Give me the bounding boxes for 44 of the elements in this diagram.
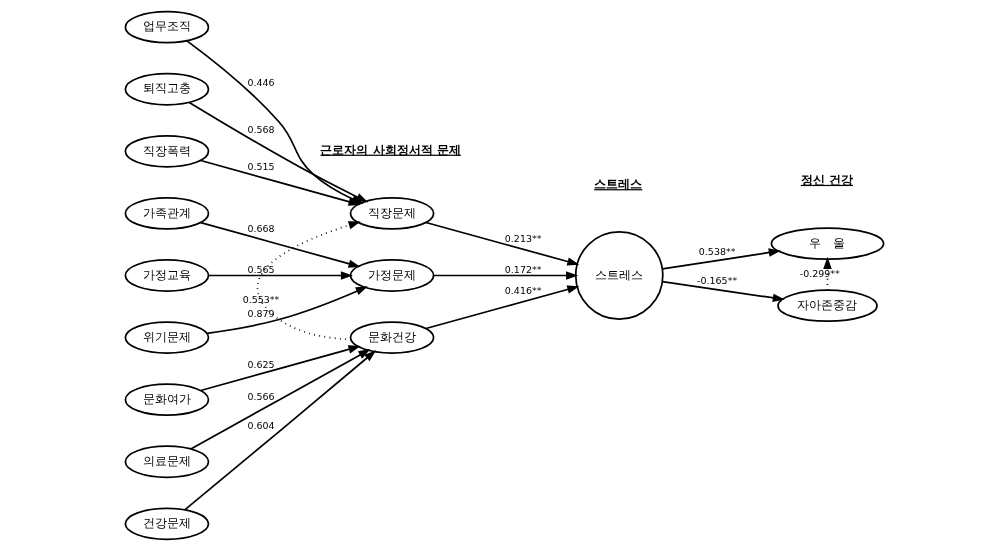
- label: 근로자의 사회정서적 문제: [319, 142, 461, 157]
- edge-label: 0.446: [246, 76, 275, 88]
- arrow: [424, 221, 579, 266]
- edge-label: 0.553**: [242, 293, 279, 305]
- arrow: [199, 159, 361, 206]
- edge-label: 0.625: [246, 358, 275, 370]
- arrow: [424, 285, 579, 330]
- label: 정신 건강: [800, 172, 853, 187]
- edge-label: 0.416**: [504, 285, 541, 297]
- label: 스트레스: [593, 177, 642, 192]
- edge-label: 0.515: [246, 161, 275, 173]
- arrow: [199, 345, 361, 392]
- arrow: [199, 221, 361, 268]
- edge-label: 0.879: [246, 307, 275, 319]
- node-ellipse: 의료문제: [124, 445, 209, 479]
- edge-label: 0.213**: [504, 232, 541, 244]
- arrow: [661, 280, 785, 302]
- edge-label: 0.566: [246, 391, 275, 403]
- edge-label: 0.565: [246, 263, 275, 275]
- edge-label: 0.568: [246, 124, 275, 136]
- arrow: [207, 271, 353, 280]
- edge-label: 0.668: [246, 223, 275, 235]
- node-circle: 스트레스: [574, 231, 664, 320]
- node-ellipse: 우 울: [770, 227, 884, 260]
- edge-label: 0.172**: [504, 263, 541, 275]
- arrow: [661, 248, 781, 270]
- node-ellipse: 가족관계: [124, 197, 209, 230]
- arrow: [205, 286, 368, 335]
- arrow: [256, 221, 361, 341]
- arrow: [183, 350, 376, 511]
- node-ellipse: 직장폭력: [124, 134, 209, 168]
- node-ellipse: 건강문제: [124, 507, 209, 541]
- edge-label: -0.299**: [799, 268, 840, 280]
- edge-label: 0.538**: [698, 245, 735, 257]
- arrow: [432, 271, 578, 280]
- edge-label: -0.165**: [696, 274, 737, 286]
- node-ellipse: 문화여가: [124, 383, 209, 417]
- node-ellipse: 가정교육: [124, 259, 209, 292]
- arrow: [189, 349, 371, 450]
- node-ellipse: 위기문제: [124, 321, 209, 354]
- edge-label: 0.604: [246, 419, 275, 431]
- node-ellipse: 퇴직고충: [124, 72, 209, 106]
- node-ellipse: 업무조직: [124, 10, 209, 44]
- node-ellipse: 자아존중감: [776, 289, 878, 323]
